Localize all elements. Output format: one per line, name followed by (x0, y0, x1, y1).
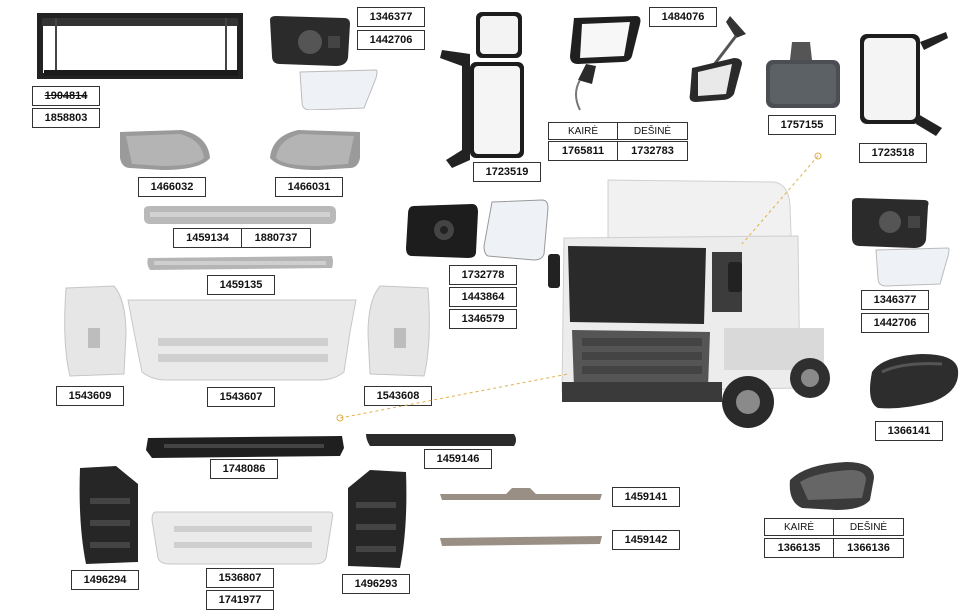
mirror-glass-right-image (846, 196, 952, 288)
part-code: 1443864 (449, 287, 517, 307)
front-mirror-image (762, 40, 844, 112)
part-code: 1366141 (875, 421, 943, 441)
part-code: 1723518 (859, 143, 927, 163)
part-code: 1732778 (449, 265, 517, 285)
part-code: 1880737 (241, 228, 311, 248)
mirror-housing-image (786, 458, 878, 514)
part-code: 1459134 (173, 228, 242, 248)
part-code: 1858803 (32, 108, 100, 128)
part-code: 1496293 (342, 574, 410, 594)
trim-strip-1-image (438, 486, 604, 504)
part-code: 1466032 (138, 177, 206, 197)
step-strip-image (364, 432, 518, 448)
mirror-table-right-header: DEŠINĖ (617, 122, 688, 140)
part-code: 1442706 (861, 313, 929, 333)
mirror-cover-image (862, 352, 962, 412)
cover-table-right-header: DEŠINĖ (833, 518, 904, 536)
cover-table-left-code: 1366135 (764, 538, 834, 558)
part-code: 1459141 (612, 487, 680, 507)
corner-left-image (60, 284, 130, 380)
part-code: 1536807 (206, 568, 274, 588)
cover-table-right-code: 1366136 (833, 538, 904, 558)
step-right-image (344, 468, 410, 572)
part-code: 1466031 (275, 177, 343, 197)
part-code: 1459135 (207, 275, 275, 295)
part-code: 1741977 (206, 590, 274, 610)
part-code: 1723519 (473, 162, 541, 182)
mirror-table-left-code: 1765811 (548, 141, 618, 161)
part-code: 1748086 (210, 459, 278, 479)
part-code: 1442706 (357, 30, 425, 50)
mirror-glass-image (266, 14, 380, 110)
radiator-frame-image (36, 12, 246, 84)
corner-right-image (364, 284, 434, 380)
main-mirror-image (432, 10, 528, 170)
part-code: 1904814 (32, 86, 100, 106)
lower-strip-image (144, 254, 336, 272)
grille-right-image (268, 128, 364, 172)
mirror-table-right-code: 1732783 (617, 141, 688, 161)
close-mirror-image (686, 14, 756, 106)
truck-image (548, 178, 840, 440)
part-code: 1496294 (71, 570, 139, 590)
lower-grille-image (150, 508, 336, 568)
part-code: 1543608 (364, 386, 432, 406)
bumper-bar-image (144, 434, 348, 460)
part-code: 1757155 (768, 115, 836, 135)
main-mirror-right-image (856, 28, 952, 138)
part-code: 1543609 (56, 386, 124, 406)
wide-mirror-image (566, 14, 646, 114)
front-panel-image (124, 296, 362, 382)
upper-strip-image (140, 204, 340, 226)
part-code: 1346377 (861, 290, 929, 310)
part-code: 1543607 (207, 387, 275, 407)
part-code: 1346579 (449, 309, 517, 329)
part-code: 1459146 (424, 449, 492, 469)
step-left-image (76, 464, 142, 568)
mirror-backing-plate-image (404, 202, 480, 260)
part-code: 1459142 (612, 530, 680, 550)
grille-left-image (116, 128, 212, 172)
part-code: 1346377 (357, 7, 425, 27)
part-code: 1484076 (649, 7, 717, 27)
trim-strip-2-image (438, 534, 604, 548)
mirror-glass-pad-image (482, 198, 550, 262)
